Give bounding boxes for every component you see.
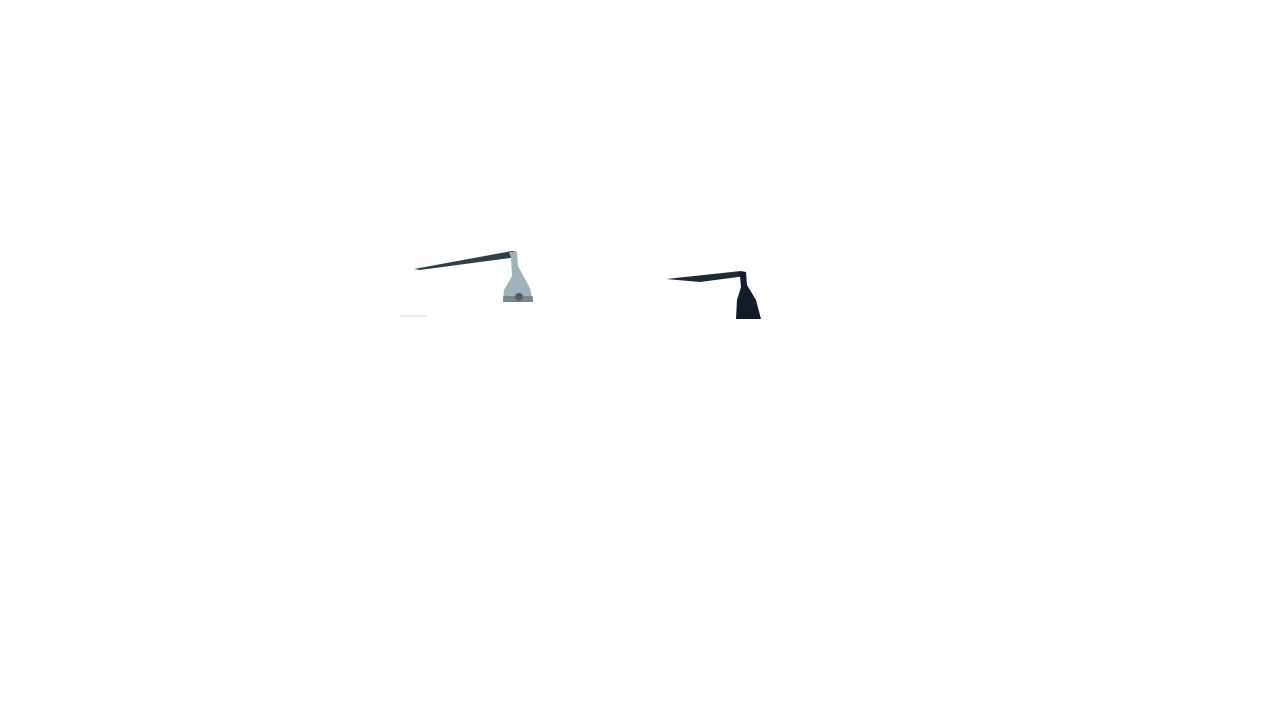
crossbar-left (414, 251, 517, 270)
rack-foot-left (503, 252, 533, 302)
rack-foot-right (736, 272, 761, 319)
roof-rack-bar-left (400, 251, 533, 317)
crossbar-right (666, 271, 746, 282)
foot-shadow-left (503, 296, 533, 302)
roof-rack-bar-right (666, 271, 761, 319)
